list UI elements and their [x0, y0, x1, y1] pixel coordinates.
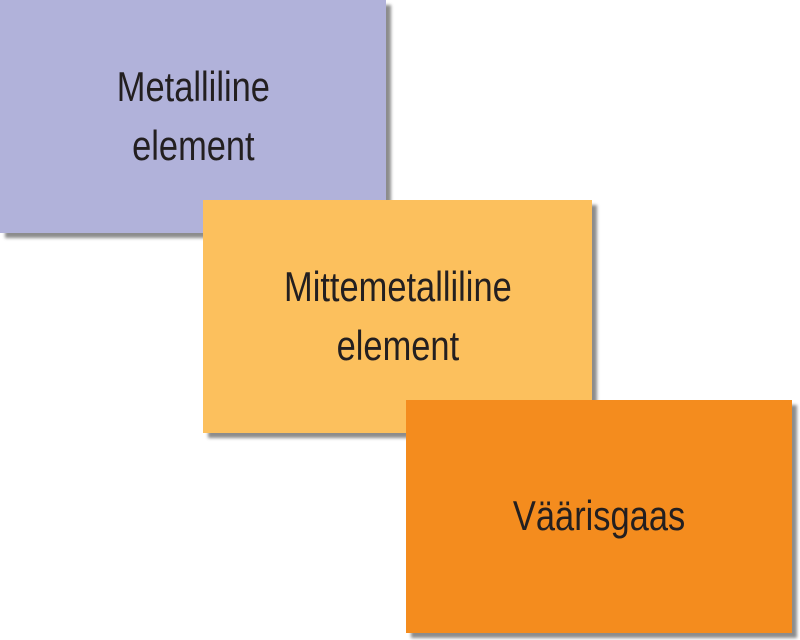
- nonmetallic-element-label: Mittemetalliline element: [283, 262, 512, 369]
- noble-gas-label: Väärisgaas: [512, 492, 686, 540]
- noble-gas-card: Väärisgaas: [406, 400, 792, 633]
- metallic-element-card: Metalliline element: [0, 0, 386, 233]
- metallic-element-label: Metalliline element: [116, 62, 270, 169]
- nonmetallic-element-card: Mittemetalliline element: [203, 200, 592, 433]
